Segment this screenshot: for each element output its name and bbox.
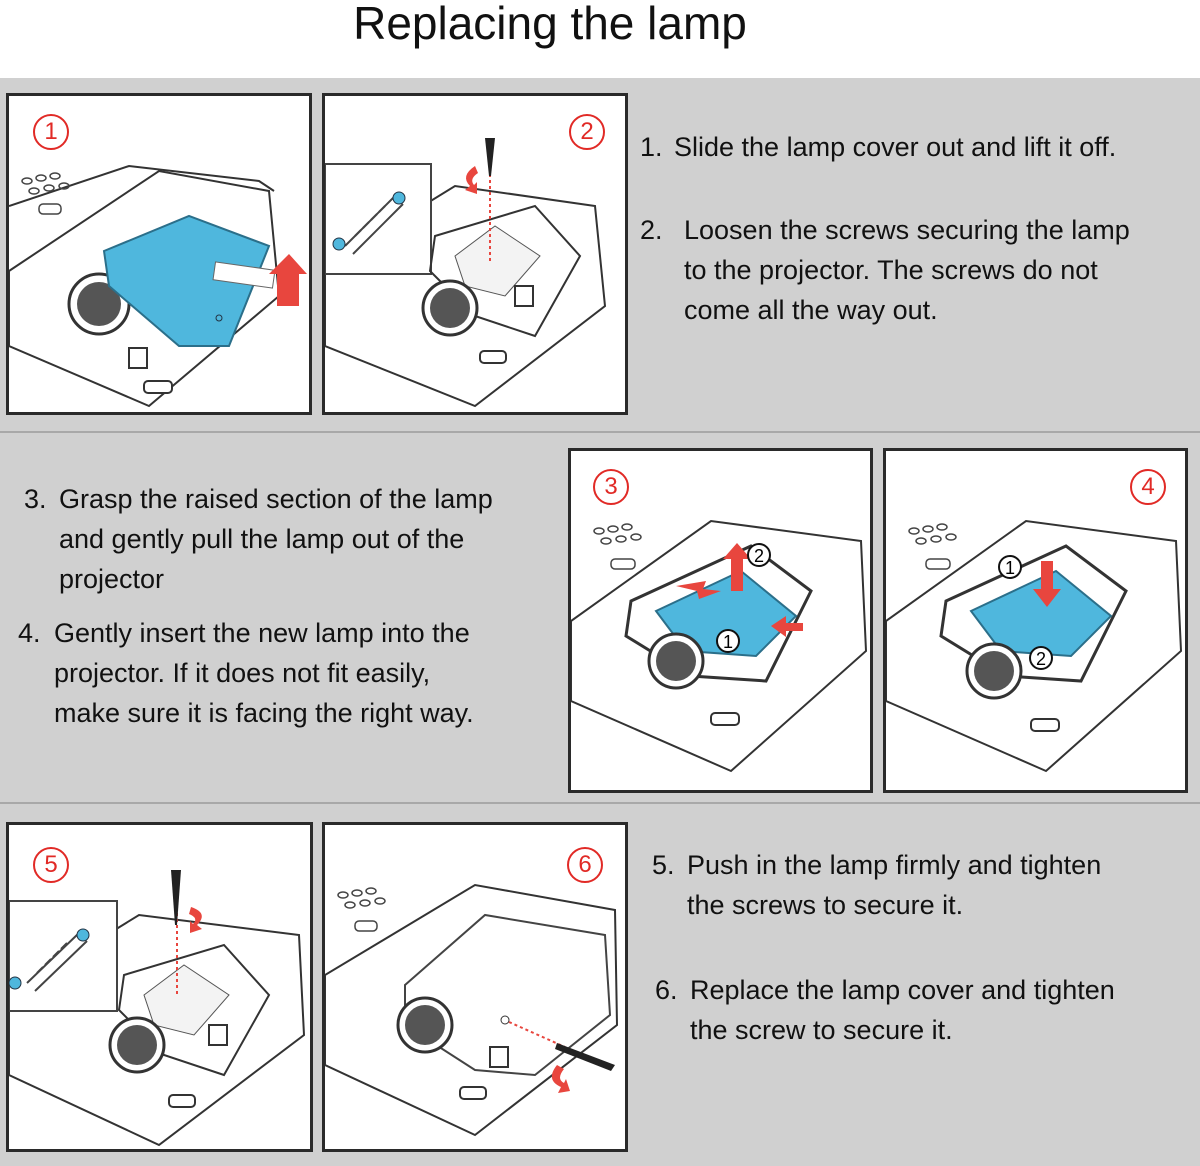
instruction-step-1: 1. Slide the lamp cover out and lift it … [640, 127, 1192, 167]
arrow-icon [723, 543, 751, 591]
projector-lamp-insert-illustration: 1 2 [886, 519, 1183, 773]
callout-label: 1 [723, 632, 733, 652]
step-number: 3. [24, 484, 47, 514]
arrow-icon [269, 254, 307, 306]
step-text-line: to the projector. The screws do not [684, 255, 1098, 285]
screwdriver-icon [485, 138, 495, 176]
step-text-line: Grasp the raised section of the lamp [59, 484, 493, 514]
step-number: 6. [655, 975, 678, 1005]
step-badge-6: 6 [567, 847, 603, 883]
illustration-panel-4: 1 2 4 [883, 448, 1188, 793]
step-text-line: and gently pull the lamp out of the [59, 524, 465, 554]
illustration-panel-3: 1 2 3 [568, 448, 873, 793]
projector-replace-cover-illustration [325, 883, 619, 1137]
instruction-step-4: 4. Gently insert the new lamp into the p… [18, 613, 554, 733]
step-badge-1: 1 [33, 114, 69, 150]
arrow-icon [676, 581, 721, 599]
row-separator [0, 802, 1200, 804]
projector-cover-illustration [9, 164, 307, 408]
illustration-panel-1: 1 [6, 93, 312, 415]
screwdriver-icon [555, 1043, 615, 1071]
step-badge-4: 4 [1130, 469, 1166, 505]
step-text-line: projector. If it does not fit easily, [54, 658, 431, 688]
rotate-arrow-icon [465, 166, 478, 194]
projector-tighten-screws-illustration [9, 870, 306, 1147]
page-title: Replacing the lamp [353, 0, 747, 49]
instruction-step-3: 3. Grasp the raised section of the lamp … [24, 479, 560, 599]
step-text-line: Gently insert the new lamp into the [54, 618, 470, 648]
illustration-panel-6: 6 [322, 822, 628, 1152]
step-badge-2: 2 [569, 114, 605, 150]
rotate-arrow-icon [551, 1065, 570, 1093]
inset-detail [325, 163, 432, 275]
screwdriver-icon [171, 870, 181, 925]
step-number: 5. [652, 850, 675, 880]
instruction-step-5: 5. Push in the lamp firmly and tighten t… [652, 845, 1192, 925]
step-text-line: the screw to secure it. [690, 1015, 953, 1045]
step-text-line: Slide the lamp cover out and lift it off… [674, 132, 1117, 162]
step-text-line: the screws to secure it. [687, 890, 964, 920]
illustration-panel-2: 2 [322, 93, 628, 415]
projector-screw-illustration [325, 138, 607, 408]
row-separator [0, 431, 1200, 433]
step-text-line: make sure it is facing the right way. [54, 698, 474, 728]
instruction-step-2: 2. Loosen the screws securing the lamp t… [640, 210, 1192, 330]
illustration-panel-5: 5 [6, 822, 313, 1152]
rotate-arrow-icon [189, 907, 202, 933]
step-text-line: come all the way out. [684, 295, 938, 325]
instruction-step-6: 6. Replace the lamp cover and tighten th… [655, 970, 1195, 1050]
callout-label: 2 [1036, 649, 1046, 669]
step-number: 1. [640, 132, 663, 162]
arrow-icon [771, 616, 803, 637]
projector-lamp-removal-illustration: 1 2 [571, 519, 868, 773]
arrow-icon [1033, 561, 1061, 607]
step-text-line: Push in the lamp firmly and tighten [687, 850, 1102, 880]
step-number: 2. [640, 215, 663, 245]
step-badge-3: 3 [593, 469, 629, 505]
lamp-cover-shape [102, 214, 271, 347]
callout-label: 1 [1005, 558, 1015, 578]
step-text-line: Replace the lamp cover and tighten [690, 975, 1115, 1005]
step-text-line: Loosen the screws securing the lamp [684, 215, 1130, 245]
step-number: 4. [18, 618, 41, 648]
callout-label: 2 [754, 546, 764, 566]
step-text-line: projector [59, 564, 165, 594]
step-badge-5: 5 [33, 847, 69, 883]
inset-detail [9, 900, 118, 1012]
